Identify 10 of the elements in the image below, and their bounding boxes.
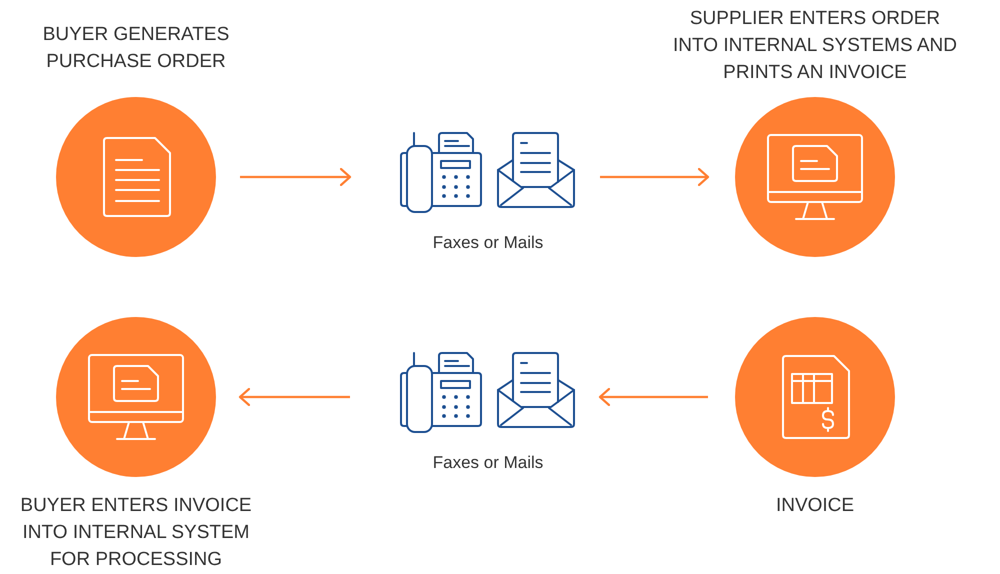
arrow: [238, 388, 350, 406]
step-label: BUYER ENTERS INVOICE INTO INTERNAL SYSTEM FOR PROCESSING: [19, 494, 253, 572]
step-label: INVOICE: [776, 494, 854, 518]
channel-label: Faxes or Mails: [432, 453, 544, 473]
channel-label: Faxes or Mails: [432, 233, 544, 253]
arrow: [600, 168, 710, 186]
arrow: [598, 388, 708, 406]
step-label: SUPPLIER ENTERS ORDER INTO INTERNAL SYSTEMS AND PRINTS AN INVOICE: [672, 7, 958, 85]
step-label: BUYER GENERATES PURCHASE ORDER: [42, 23, 230, 74]
arrow: [240, 168, 352, 186]
